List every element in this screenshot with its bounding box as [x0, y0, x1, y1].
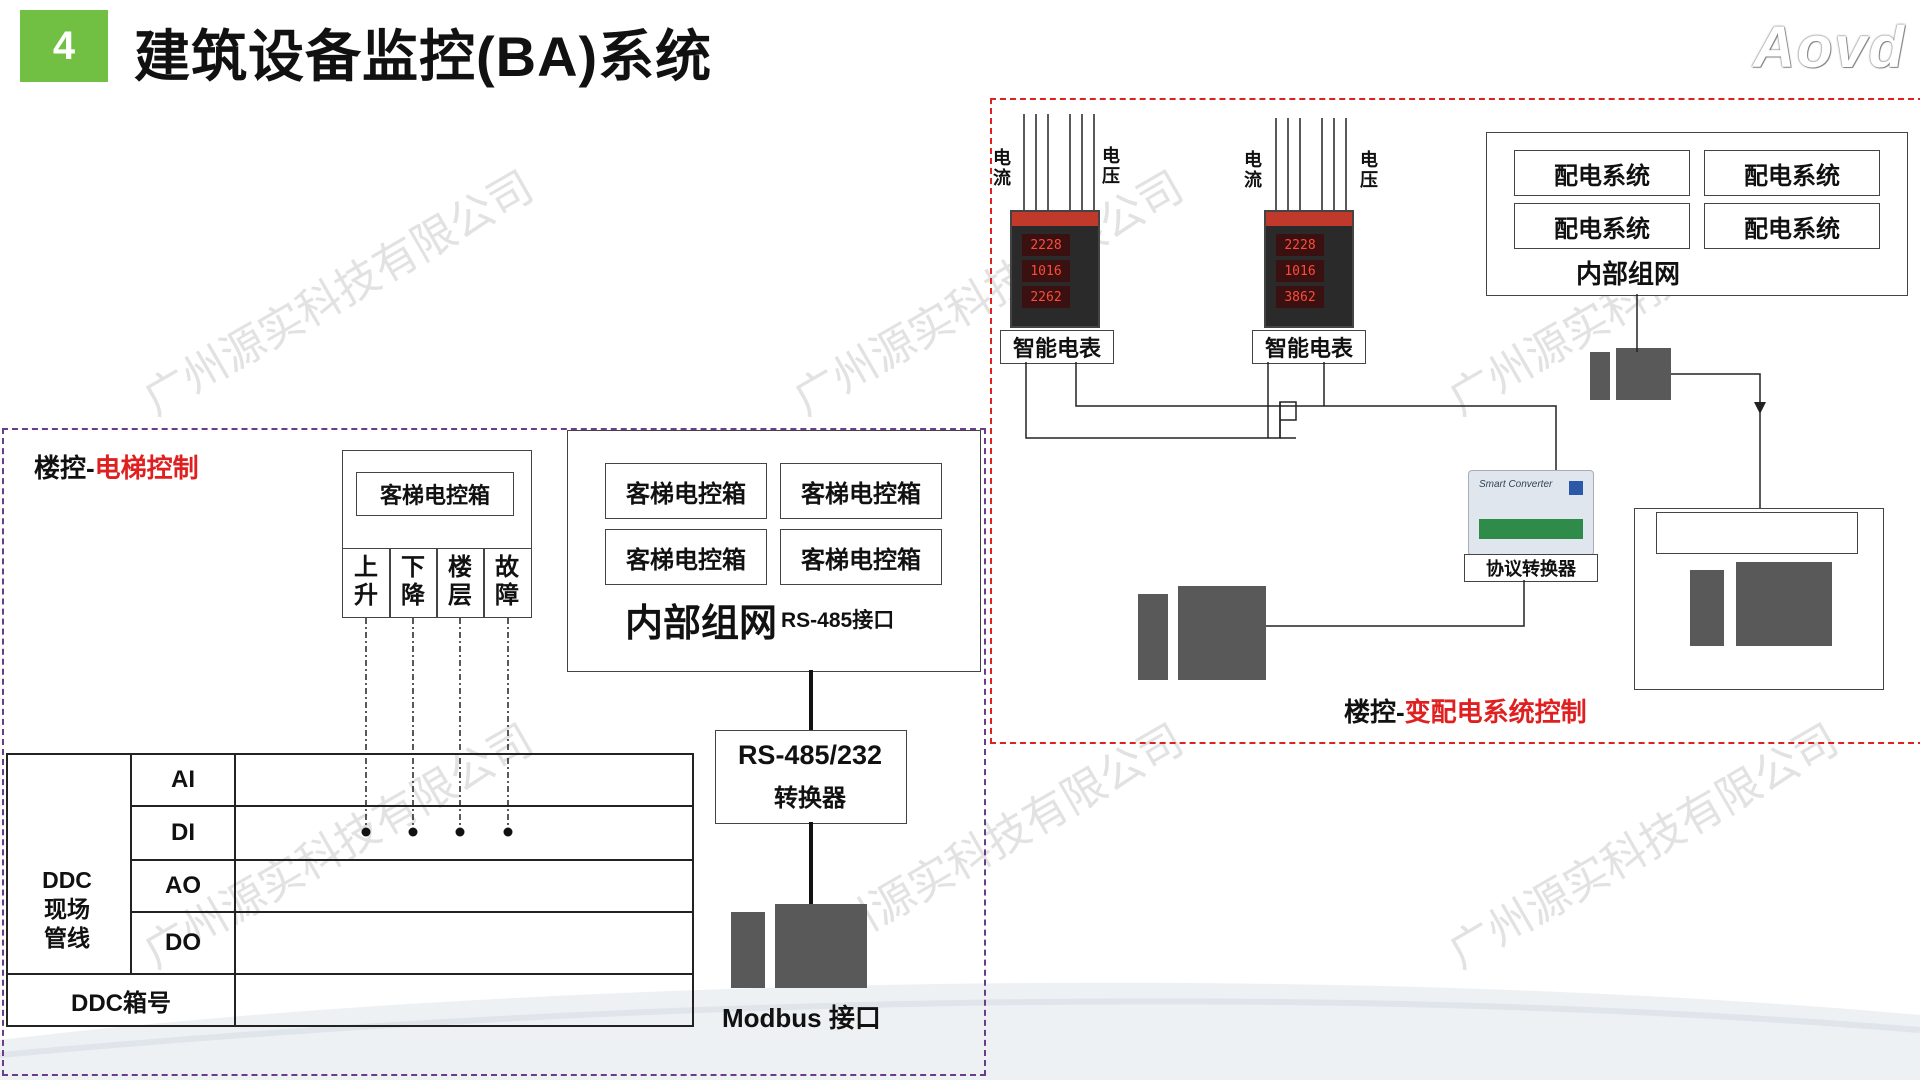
smart-meter-device: 2228 1016 2262 [1010, 210, 1100, 328]
signal-label-up: 上升 [354, 554, 378, 609]
elevator-control-box: 客梯电控箱 [780, 529, 942, 585]
smart-meter-label: 智能电表 [1000, 330, 1114, 364]
arrow-down-icon [1754, 402, 1766, 414]
network-device-body [1616, 348, 1671, 400]
current-label: 电流 [1244, 150, 1262, 190]
signal-label-down: 下降 [401, 554, 425, 609]
converter-line2: 转换器 [774, 785, 846, 812]
signal-label-floor: 楼层 [448, 554, 472, 609]
modbus-device-body [775, 904, 867, 988]
distribution-system-box: 配电系统 [1514, 203, 1690, 249]
current-label: 电流 [993, 148, 1011, 188]
smart-meter-device: 2228 1016 3862 [1264, 210, 1354, 328]
distribution-system-box: 配电系统 [1514, 150, 1690, 196]
converter-line1: RS-485/232 [737, 740, 883, 770]
elevator-control-box: 客梯电控箱 [605, 463, 767, 519]
protocol-converter-device: Smart Converter [1468, 470, 1594, 556]
ddc-cell [234, 859, 694, 913]
elevator-section-label: 楼控-电梯控制 [34, 453, 199, 483]
power-section-label: 楼控-变配电系统控制 [1344, 697, 1587, 727]
ddc-table: AI DI AO DO DDC箱号 [6, 753, 694, 1027]
section-number-badge: 4 [20, 10, 108, 82]
ddc-cell [234, 973, 694, 1027]
network-device-left [1590, 352, 1610, 400]
distribution-network-label: 内部组网 [1576, 259, 1681, 289]
ddc-row-di: DI [130, 805, 236, 861]
station-tower [1690, 570, 1724, 646]
elevator-control-box: 客梯电控箱 [780, 463, 942, 519]
network-label: 内部组网 [625, 603, 778, 645]
page-title: 建筑设备监控(BA)系统 [134, 25, 713, 88]
smart-meter-label: 智能电表 [1252, 330, 1366, 364]
ddc-field-pipeline-label: DDC 现场 管线 [42, 867, 92, 951]
station-monitor [1736, 562, 1832, 646]
ddc-cell [234, 753, 694, 807]
protocol-converter-label: 协议转换器 [1464, 554, 1598, 582]
voltage-label: 电压 [1102, 146, 1120, 186]
power-control-region [990, 98, 1920, 744]
distribution-system-box: 配电系统 [1704, 203, 1880, 249]
elevator-control-box: 客梯电控箱 [356, 472, 514, 516]
modbus-device-left [731, 912, 765, 988]
brand-logo: Aovd [1753, 15, 1906, 80]
elevator-control-region [2, 428, 986, 1076]
workstation-monitor [1178, 586, 1266, 680]
ddc-row-do: DO [130, 911, 236, 975]
workstation-tower [1138, 594, 1168, 680]
elevator-signal-row [342, 548, 532, 618]
elevator-control-box: 客梯电控箱 [605, 529, 767, 585]
ddc-row-ai: AI [130, 753, 236, 807]
distribution-system-box: 配电系统 [1704, 150, 1880, 196]
monitoring-station-panel [1656, 512, 1858, 554]
modbus-label: Modbus 接口 [722, 1003, 881, 1033]
ddc-box-number-label: DDC箱号 [6, 973, 236, 1027]
ddc-row-ao: AO [130, 859, 236, 913]
voltage-label: 电压 [1360, 150, 1378, 190]
rs485-port-label: RS-485接口 [781, 609, 895, 632]
ddc-cell [234, 911, 694, 975]
signal-label-fault: 故障 [495, 554, 519, 609]
rs485-converter-box [715, 730, 907, 824]
